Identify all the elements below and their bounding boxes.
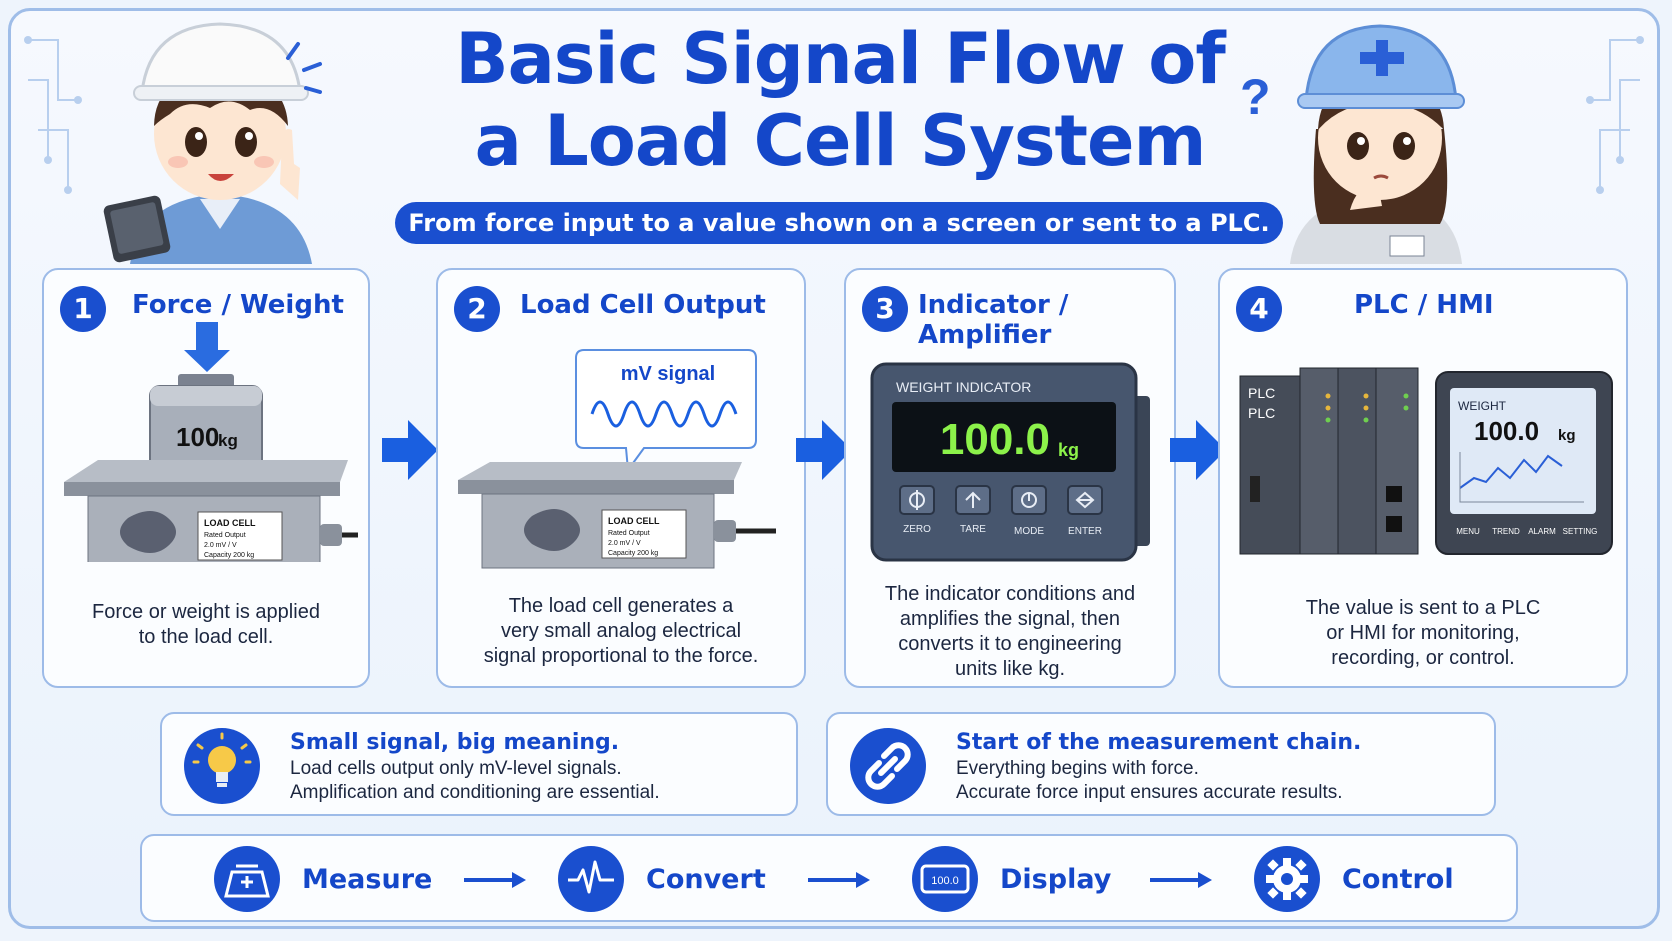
info-box-title: Start of the measurement chain. bbox=[956, 730, 1362, 755]
svg-text:LOAD CELL: LOAD CELL bbox=[204, 518, 256, 528]
step-title: PLC / HMI bbox=[1354, 290, 1494, 320]
hmi-value: 100.0 bbox=[1474, 416, 1539, 446]
flow-arrow-1 bbox=[382, 420, 438, 480]
engineer-character-right: ? bbox=[1240, 24, 1465, 264]
scale-icon bbox=[214, 846, 280, 912]
flow-arrow-small bbox=[464, 872, 526, 888]
svg-text:Rated Output: Rated Output bbox=[608, 530, 650, 537]
indicator-title: WEIGHT INDICATOR bbox=[896, 379, 1031, 395]
flow-arrow-small bbox=[808, 872, 870, 888]
svg-text:Capacity 200 kg: Capacity 200 kg bbox=[608, 550, 658, 557]
step-number-badge: 2 bbox=[454, 286, 500, 332]
plc-label: PLC bbox=[1248, 385, 1275, 401]
step-description: The value is sent to a PLC or HMI for mo… bbox=[1305, 597, 1541, 669]
flow-arrow-small bbox=[1150, 872, 1212, 888]
indicator-display-value: 100.0 bbox=[940, 415, 1050, 464]
step-card-force: 1 Force / Weight 100 kg LOAD CELL Rated … bbox=[42, 268, 370, 688]
step-number-badge: 4 bbox=[1236, 286, 1282, 332]
process-flow-bar: Measure Convert 100.0 Display bbox=[140, 834, 1518, 922]
hmi-menu-button[interactable]: MENU bbox=[1456, 527, 1480, 536]
load-cell-illustration: LOAD CELL Rated Output 2.0 mV / V Capaci… bbox=[458, 462, 776, 569]
info-box-small-signal: Small signal, big meaning. Load cells ou… bbox=[160, 712, 798, 816]
weight-value: 100 bbox=[176, 422, 219, 452]
subtitle-banner: From force input to a value shown on a s… bbox=[395, 202, 1283, 244]
weight-indicator-device: WEIGHT INDICATOR 100.0 kg ZERO TARE MODE… bbox=[870, 362, 1150, 562]
title-line-1: Basic Signal Flow of bbox=[455, 18, 1226, 100]
step-card-plc-hmi: 4 PLC / HMI PLC PLC WEIGHT 100.0 kg MENU… bbox=[1218, 268, 1628, 688]
question-mark-icon: ? bbox=[1240, 69, 1271, 125]
circuit-decoration-left bbox=[24, 36, 82, 194]
info-box-measurement-chain: Start of the measurement chain. Everythi… bbox=[826, 712, 1496, 816]
step-title: Indicator / Amplifier bbox=[918, 290, 1069, 350]
step-title: Force / Weight bbox=[132, 290, 344, 320]
info-box-title: Small signal, big meaning. bbox=[290, 730, 620, 755]
svg-text:LOAD CELL: LOAD CELL bbox=[608, 516, 660, 526]
flow-arrow-3 bbox=[1170, 420, 1226, 480]
page-title: Basic Signal Flow of a Load Cell System bbox=[380, 18, 1300, 182]
svg-text:2.0 mV / V: 2.0 mV / V bbox=[608, 540, 641, 547]
engineer-character-left bbox=[103, 22, 322, 264]
step-number-badge: 1 bbox=[60, 286, 106, 332]
info-box-line: Accurate force input ensures accurate re… bbox=[956, 782, 1343, 803]
flow-label: Convert bbox=[646, 864, 766, 895]
flow-label: Display bbox=[1000, 864, 1112, 895]
hmi-alarm-button[interactable]: ALARM bbox=[1528, 527, 1556, 536]
svg-text:Rated Output: Rated Output bbox=[204, 532, 246, 539]
hmi-label: WEIGHT bbox=[1458, 399, 1507, 413]
flow-label: Measure bbox=[302, 864, 433, 895]
gear-icon bbox=[1254, 846, 1320, 912]
svg-text:2.0 mV / V: 2.0 mV / V bbox=[204, 542, 237, 549]
step-card-load-cell-output: 2 Load Cell Output mV signal LOAD CELL R… bbox=[436, 268, 806, 688]
svg-text:100.0: 100.0 bbox=[931, 875, 959, 887]
step-description: The indicator conditions and amplifies t… bbox=[884, 583, 1136, 680]
info-box-line: Load cells output only mV-level signals. bbox=[290, 758, 622, 779]
step-card-indicator: 3 Indicator / Amplifier WEIGHT INDICATOR… bbox=[844, 268, 1176, 688]
indicator-display-unit: kg bbox=[1058, 440, 1079, 460]
info-box-line: Amplification and conditioning are essen… bbox=[290, 782, 660, 803]
svg-text:MODE: MODE bbox=[1014, 526, 1044, 537]
title-line-2: a Load Cell System bbox=[474, 100, 1207, 182]
hmi-setting-button[interactable]: SETTING bbox=[1563, 527, 1598, 536]
circuit-decoration-right bbox=[1586, 36, 1644, 194]
hmi-unit: kg bbox=[1558, 427, 1576, 444]
load-cell-with-weight-illustration: 100 kg LOAD CELL Rated Output 2.0 mV / V… bbox=[64, 322, 358, 562]
svg-text:ZERO: ZERO bbox=[903, 524, 931, 535]
step-description: The load cell generates a very small ana… bbox=[483, 595, 759, 667]
svg-text:mV signal: mV signal bbox=[621, 363, 715, 385]
link-icon bbox=[850, 728, 926, 804]
display-icon: 100.0 bbox=[912, 846, 978, 912]
svg-text:ENTER: ENTER bbox=[1068, 526, 1102, 537]
svg-text:Capacity 200 kg: Capacity 200 kg bbox=[204, 552, 254, 559]
flow-arrow-2 bbox=[796, 420, 852, 480]
mv-signal-bubble: mV signal bbox=[575, 349, 757, 472]
plc-rack-illustration: PLC PLC bbox=[1239, 367, 1419, 555]
step-title: Load Cell Output bbox=[520, 290, 766, 320]
down-arrow-icon bbox=[184, 322, 230, 372]
flow-label: Control bbox=[1342, 864, 1454, 895]
lightbulb-icon bbox=[184, 728, 260, 804]
hmi-panel-illustration: WEIGHT 100.0 kg MENU TREND ALARM SETTING bbox=[1435, 371, 1613, 555]
waveform-icon bbox=[558, 846, 624, 912]
svg-text:TARE: TARE bbox=[960, 524, 986, 535]
step-number-badge: 3 bbox=[862, 286, 908, 332]
weight-unit: kg bbox=[218, 431, 238, 450]
step-description: Force or weight is applied to the load c… bbox=[92, 601, 320, 648]
info-box-line: Everything begins with force. bbox=[956, 758, 1199, 779]
hmi-trend-button[interactable]: TREND bbox=[1492, 527, 1520, 536]
plc-label: PLC bbox=[1248, 405, 1275, 421]
cross-emblem-icon bbox=[1360, 40, 1404, 76]
